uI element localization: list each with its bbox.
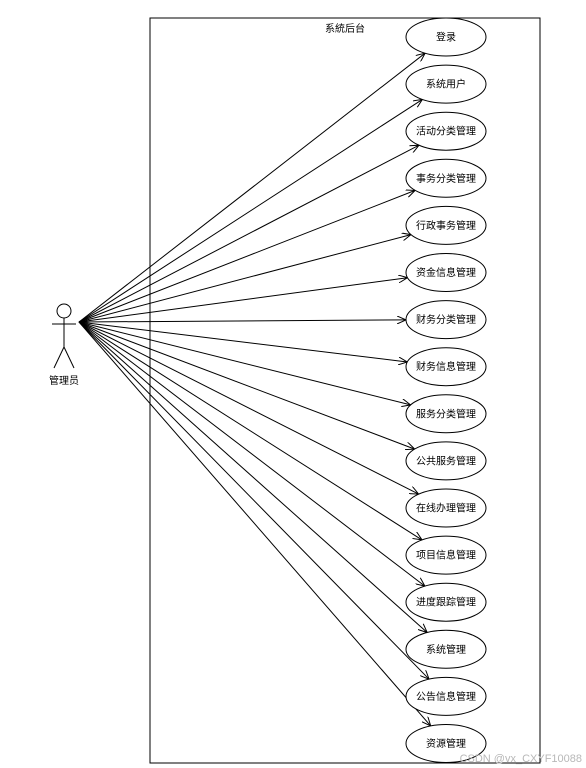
use-case-label: 资金信息管理 bbox=[416, 266, 476, 279]
use-cases: 登录系统用户活动分类管理事务分类管理行政事务管理资金信息管理财务分类管理财务信息… bbox=[405, 17, 487, 763]
use-case: 财务信息管理 bbox=[405, 347, 487, 387]
association-line bbox=[78, 321, 411, 405]
use-case-ellipse bbox=[405, 724, 487, 763]
use-case-ellipse bbox=[405, 300, 487, 340]
actor-head bbox=[56, 303, 72, 319]
use-case-label: 事务分类管理 bbox=[416, 172, 476, 185]
association-line bbox=[78, 321, 407, 362]
use-case: 登录 bbox=[405, 17, 487, 57]
use-case-label: 系统用户 bbox=[426, 78, 466, 91]
use-case-label: 活动分类管理 bbox=[416, 125, 476, 138]
actor-right-leg bbox=[63, 346, 75, 369]
use-case-ellipse bbox=[405, 441, 487, 481]
use-case: 事务分类管理 bbox=[405, 158, 487, 198]
use-case-label: 财务分类管理 bbox=[416, 313, 476, 326]
use-case: 公共服务管理 bbox=[405, 441, 487, 481]
use-case: 公告信息管理 bbox=[405, 676, 487, 716]
use-case-ellipse bbox=[405, 347, 487, 387]
use-case-ellipse bbox=[405, 111, 487, 151]
association-line bbox=[78, 53, 425, 323]
association-line bbox=[78, 235, 411, 323]
use-case-ellipse bbox=[405, 394, 487, 434]
use-case: 服务分类管理 bbox=[405, 394, 487, 434]
use-case-ellipse bbox=[405, 676, 487, 716]
use-case-label: 行政事务管理 bbox=[416, 219, 476, 232]
system-boundary bbox=[149, 17, 541, 764]
use-case-label: 公共服务管理 bbox=[416, 454, 476, 467]
use-case: 系统用户 bbox=[405, 64, 487, 104]
association-lines bbox=[78, 53, 431, 726]
use-case-label: 系统管理 bbox=[426, 643, 466, 656]
association-line bbox=[78, 321, 429, 679]
use-case-ellipse bbox=[405, 205, 487, 245]
use-case-ellipse bbox=[405, 158, 487, 198]
system-title: 系統后台 bbox=[325, 22, 365, 35]
use-case: 行政事务管理 bbox=[405, 205, 487, 245]
use-case-label: 在线办理管理 bbox=[416, 502, 476, 515]
association-line bbox=[78, 320, 406, 322]
use-case: 资金信息管理 bbox=[405, 253, 487, 292]
association-line bbox=[78, 321, 422, 540]
use-case-label: 项目信息管理 bbox=[416, 549, 476, 562]
association-line bbox=[78, 278, 408, 323]
use-case-label: 登录 bbox=[436, 31, 456, 44]
association-line bbox=[78, 321, 427, 633]
use-case-ellipse bbox=[405, 535, 487, 575]
actor-left-leg bbox=[53, 346, 65, 369]
use-case: 系统管理 bbox=[405, 629, 487, 669]
association-line bbox=[78, 190, 415, 323]
use-case-ellipse bbox=[405, 488, 487, 528]
use-case: 进度跟踪管理 bbox=[405, 582, 487, 622]
use-case-label: 财务信息管理 bbox=[416, 360, 476, 373]
use-case-label: 公告信息管理 bbox=[416, 690, 476, 703]
association-line bbox=[78, 321, 415, 449]
association-line bbox=[78, 321, 431, 726]
association-line bbox=[78, 321, 419, 494]
use-case-ellipse bbox=[405, 629, 487, 669]
use-case: 资源管理 bbox=[405, 724, 487, 763]
association-line bbox=[78, 145, 419, 323]
use-case: 活动分类管理 bbox=[405, 111, 487, 151]
actor-label: 管理员 bbox=[49, 374, 79, 387]
use-case: 财务分类管理 bbox=[405, 300, 487, 340]
use-case-label: 资源管理 bbox=[426, 737, 466, 750]
use-case-label: 服务分类管理 bbox=[416, 407, 476, 420]
use-case: 项目信息管理 bbox=[405, 535, 487, 575]
use-case-label: 进度跟踪管理 bbox=[416, 596, 476, 609]
association-line bbox=[78, 99, 422, 323]
association-line bbox=[78, 321, 425, 586]
actor-figure bbox=[52, 303, 76, 369]
use-case-ellipse bbox=[405, 582, 487, 622]
use-case-ellipse bbox=[405, 17, 487, 57]
use-case-ellipse bbox=[405, 253, 487, 292]
watermark: CSDN @vx_CXYF10088 bbox=[459, 753, 582, 765]
use-case: 在线办理管理 bbox=[405, 488, 487, 528]
use-case-ellipse bbox=[405, 64, 487, 104]
